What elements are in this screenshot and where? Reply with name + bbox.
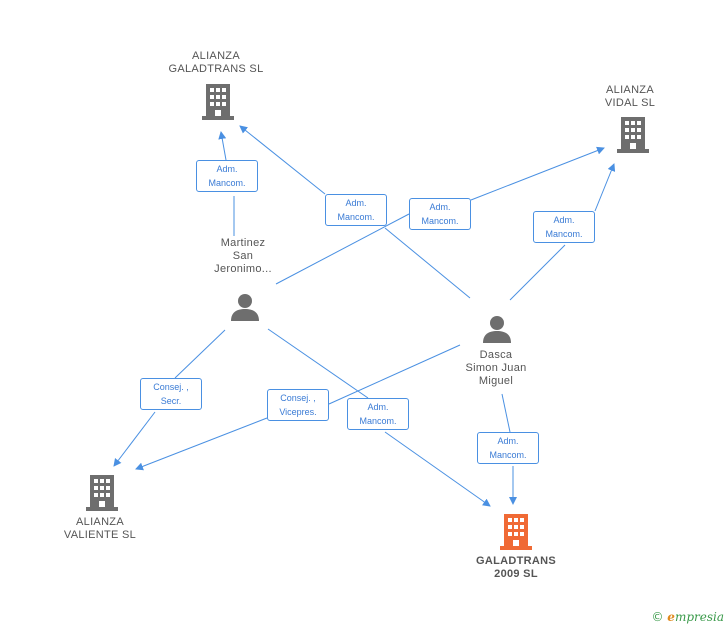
edge-line	[267, 328, 369, 399]
node-label-alianza-vidal[interactable]: ALIANZA VIDAL SL	[590, 84, 670, 110]
edge-label-line: Mancom.	[489, 450, 527, 460]
edge-line	[113, 411, 156, 467]
node-label-line: ALIANZA	[192, 50, 240, 62]
edge-line	[384, 227, 471, 299]
edge-line	[384, 431, 491, 507]
person-icon-dasca[interactable]	[482, 314, 512, 344]
copyright-symbol: ©	[651, 610, 664, 624]
node-label-line: GALADTRANS SL	[168, 63, 264, 75]
node-label-line: San	[232, 250, 254, 262]
edge-line	[470, 146, 605, 201]
building-icon-alianza-vidal[interactable]	[617, 117, 649, 153]
brand-initial: e	[667, 610, 675, 624]
edge-line	[135, 417, 268, 471]
node-label-dasca[interactable]: Dasca Simon Juan Miguel	[448, 349, 544, 388]
node-label-line: ALIANZA	[76, 516, 124, 528]
edge-label-line: Consej. ,	[280, 393, 316, 403]
node-label-line: GALADTRANS	[476, 555, 556, 567]
edge-label[interactable]: Adm. Mancom.	[533, 211, 595, 243]
edge-line	[275, 213, 410, 285]
edge-label-line: Adm.	[345, 198, 367, 208]
building-icon-galadtrans-2009[interactable]	[500, 514, 532, 550]
edges-layer	[113, 125, 616, 507]
edge-line	[509, 244, 566, 301]
edge-label-line: Mancom.	[208, 178, 246, 188]
node-label-line: ALIANZA	[606, 84, 654, 96]
edge-label-line: Consej. ,	[153, 382, 189, 392]
edge-label-line: Adm.	[497, 436, 519, 446]
edge-label-line: Secr.	[160, 396, 182, 406]
node-label-line: VALIENTE SL	[63, 529, 137, 541]
node-label-galadtrans-2009[interactable]: GALADTRANS 2009 SL	[466, 555, 566, 581]
edge-line	[501, 393, 511, 433]
node-label-martinez[interactable]: Martinez San Jeronimo...	[200, 237, 286, 276]
brand-name: mpresia	[674, 610, 724, 624]
edge-label[interactable]: Adm. Mancom.	[409, 198, 471, 230]
edge-label[interactable]: Consej. , Vicepres.	[267, 389, 329, 421]
edge-label-line: Mancom.	[359, 416, 397, 426]
node-label-line: Dasca	[479, 349, 513, 361]
brand-footer: © empresia	[651, 610, 724, 624]
edge-line	[328, 344, 461, 405]
edge-label-line: Vicepres.	[279, 407, 317, 417]
edge-label-line: Adm.	[429, 202, 451, 212]
edge-line	[218, 131, 227, 161]
edge-label-line: Mancom.	[545, 229, 583, 239]
node-label-alianza-valiente[interactable]: ALIANZA VALIENTE SL	[50, 516, 150, 542]
edge-line	[174, 329, 226, 379]
edge-label[interactable]: Consej. , Secr.	[140, 378, 202, 410]
edge-label[interactable]: Adm. Mancom.	[477, 432, 539, 464]
node-label-line: Jeronimo...	[214, 263, 272, 275]
building-icon-alianza-galadtrans[interactable]	[202, 84, 234, 120]
edge-label[interactable]: Adm. Mancom.	[347, 398, 409, 430]
edge-label-line: Adm.	[553, 215, 575, 225]
building-icon-alianza-valiente[interactable]	[86, 475, 118, 511]
person-icon-martinez[interactable]	[230, 292, 260, 322]
node-label-line: VIDAL SL	[604, 97, 656, 109]
edge-label-line: Adm.	[216, 164, 238, 174]
node-label-line: Simon Juan	[465, 362, 527, 374]
edge-line	[594, 163, 616, 212]
node-label-line: Miguel	[478, 375, 514, 387]
edge-label-line: Mancom.	[421, 216, 459, 226]
edge-label[interactable]: Adm. Mancom.	[196, 160, 258, 192]
node-label-line: 2009 SL	[494, 568, 538, 580]
edge-label[interactable]: Adm. Mancom.	[325, 194, 387, 226]
edge-line	[239, 125, 326, 195]
node-label-line: Martinez	[220, 237, 266, 249]
node-label-alianza-galadtrans[interactable]: ALIANZA GALADTRANS SL	[158, 50, 274, 76]
edge-label-line: Adm.	[367, 402, 389, 412]
edge-label-line: Mancom.	[337, 212, 375, 222]
